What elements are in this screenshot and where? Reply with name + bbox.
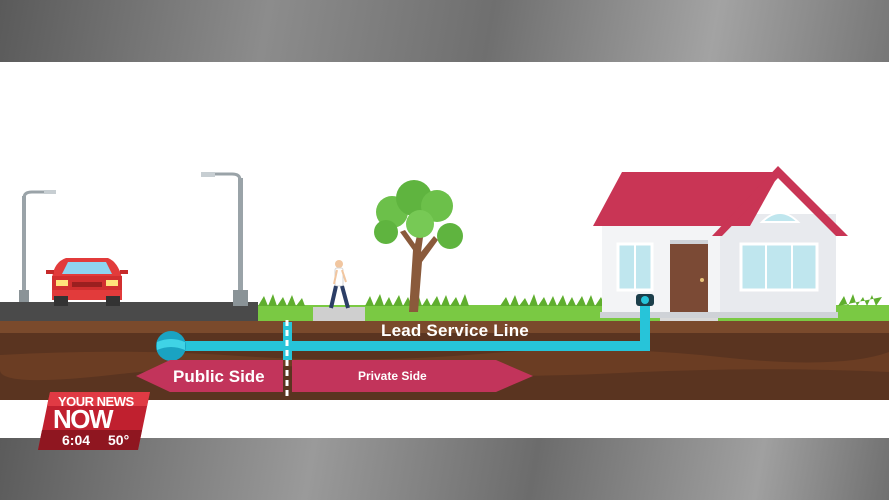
tree-icon: [374, 180, 463, 312]
news-temperature: 50°: [108, 432, 130, 448]
private-side-arrow: [292, 360, 533, 392]
water-meter-icon: [636, 294, 654, 306]
pedestrian-icon: [329, 260, 350, 309]
water-main-icon: [156, 331, 186, 361]
news-bug-badge: [38, 392, 150, 450]
news-bug: YOUR NEWS NOW 6:04 50°: [38, 392, 150, 450]
road: [0, 302, 258, 322]
street-lamp-icon: [201, 172, 248, 306]
lead-service-line-label: Lead Service Line: [381, 321, 529, 340]
car-icon: [46, 258, 128, 306]
soil-band-top: [0, 321, 889, 333]
public-side-arrow: [136, 360, 283, 392]
tv-bezel-top: [0, 0, 889, 62]
news-brand-main: NOW: [53, 404, 114, 434]
lead-service-line: [170, 306, 650, 351]
property-boundary: [283, 320, 292, 400]
sidewalk-slab: [313, 307, 365, 321]
tv-bezel-bottom: [0, 438, 889, 500]
lower-white-strip: [0, 400, 889, 438]
news-time: 6:04: [62, 432, 91, 448]
house-icon: [593, 166, 848, 318]
news-brand-top: YOUR NEWS: [58, 394, 134, 409]
public-side-label: Public Side: [173, 367, 265, 386]
private-side-label: Private Side: [358, 369, 427, 383]
street-lamp-icon: [19, 190, 56, 302]
